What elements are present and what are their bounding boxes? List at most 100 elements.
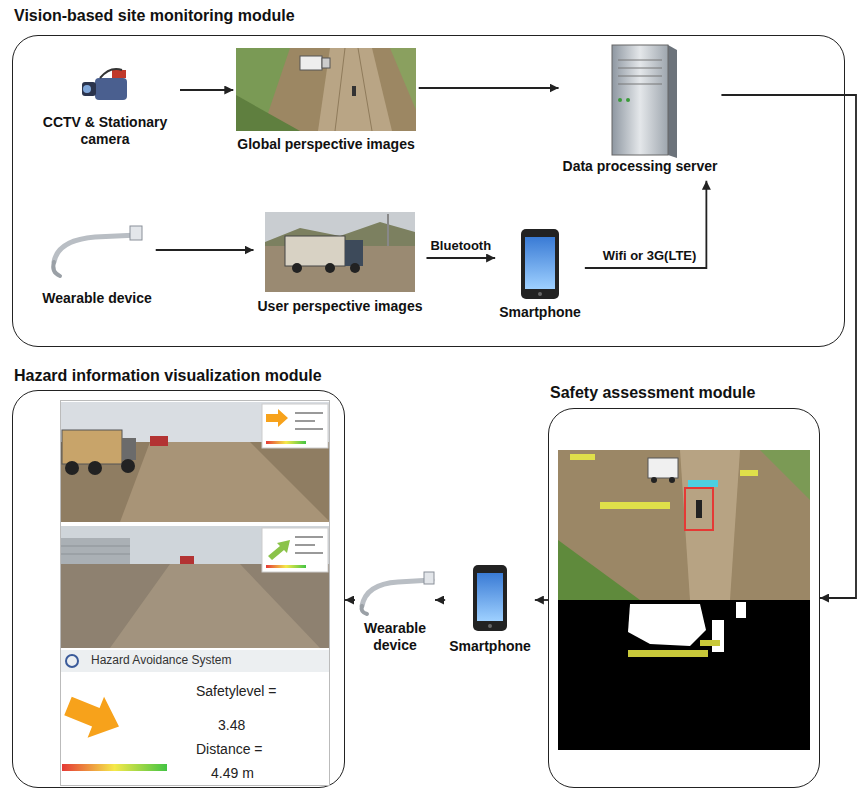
hazard-photo xyxy=(62,430,122,464)
hazard-photo xyxy=(60,538,130,566)
device-node: User perspective images xyxy=(254,210,427,321)
wearable-glasses-icon xyxy=(54,235,138,262)
hazard-photo xyxy=(295,536,323,538)
server-icon xyxy=(626,98,630,102)
wearable-glasses-icon xyxy=(362,606,367,614)
flow-arrow xyxy=(435,599,445,601)
smartphone-icon xyxy=(525,237,555,289)
segmentation-mask xyxy=(628,650,708,657)
device-caption: Global perspective images xyxy=(237,136,414,153)
wearable-glasses-icon xyxy=(424,572,434,584)
global-perspective-image xyxy=(236,48,416,131)
hazard-photo xyxy=(150,436,168,446)
panel-border xyxy=(12,390,345,788)
hazard-photo xyxy=(60,546,130,547)
segmentation-mask xyxy=(558,600,810,750)
segmentation-mask xyxy=(628,604,706,646)
detection-photo xyxy=(669,477,675,483)
detection-photo xyxy=(570,454,595,460)
global-perspective-image xyxy=(300,56,322,70)
safety-color-scale xyxy=(62,764,167,771)
hazard-photo xyxy=(110,564,320,648)
screen-text: 4.49 m xyxy=(211,765,254,782)
app-screen: Hazard Avoidance SystemSafetylevel =3.48… xyxy=(60,400,330,786)
hazard-photo xyxy=(65,461,79,475)
smartphone-icon xyxy=(473,565,507,631)
detection-photo xyxy=(685,488,713,530)
link-label: Bluetooth xyxy=(428,238,493,254)
detection-photo xyxy=(558,450,810,600)
device-node: Smartphone xyxy=(445,562,535,661)
device-node: Smartphone xyxy=(495,228,585,327)
smartphone-icon xyxy=(488,624,492,628)
server-icon xyxy=(618,60,662,61)
hazard-photo xyxy=(266,565,306,568)
global-perspective-image xyxy=(236,48,416,131)
flow-arrow xyxy=(180,89,233,91)
user-perspective-image xyxy=(265,212,415,292)
user-perspective-image xyxy=(325,263,335,273)
segmentation-mask xyxy=(736,602,746,618)
module-heading: Vision-based site monitoring module xyxy=(12,6,845,25)
detection-photo xyxy=(648,458,678,478)
smartphone-icon xyxy=(538,292,542,296)
detection-photo xyxy=(558,450,810,600)
detection-photo xyxy=(600,502,670,509)
wearable-glasses-icon xyxy=(130,226,142,240)
hazard-photo xyxy=(60,564,330,648)
cctv-camera-icon xyxy=(112,70,126,78)
segmentation-mask xyxy=(558,600,810,750)
global-perspective-image xyxy=(318,48,392,131)
server-icon xyxy=(668,45,677,158)
segmentation-mask xyxy=(712,620,724,652)
global-perspective-image xyxy=(335,48,345,131)
smartphone-icon xyxy=(473,565,507,631)
detection-photo xyxy=(740,470,758,476)
user-perspective-image xyxy=(387,214,389,246)
device-caption: Smartphone xyxy=(499,304,581,321)
device-node: Wearable device xyxy=(355,570,435,660)
flow-arrow xyxy=(535,599,548,601)
flow-arrow xyxy=(156,249,254,251)
device-caption: Data processing server xyxy=(563,158,718,175)
device-node: Wearable device xyxy=(38,222,155,313)
hazard-photo xyxy=(60,526,330,648)
smartphone-icon xyxy=(477,573,503,621)
hazard-photo xyxy=(60,554,130,555)
server-icon xyxy=(612,45,677,158)
cctv-camera-icon xyxy=(95,78,127,100)
hazard-photo xyxy=(180,556,194,564)
screen-text: Distance = xyxy=(196,741,263,758)
cctv-camera-icon xyxy=(100,69,122,78)
hazard-photo xyxy=(295,412,323,414)
global-perspective-image xyxy=(358,48,372,131)
detection-photo xyxy=(760,450,810,500)
hazard-photo xyxy=(295,428,323,430)
wearable-glasses-icon xyxy=(53,226,142,276)
user-perspective-image xyxy=(285,236,345,266)
detection-photo xyxy=(680,450,740,600)
hazard-photo xyxy=(262,528,328,572)
server-icon xyxy=(618,84,662,85)
flow-arrow xyxy=(419,87,559,89)
user-perspective-image xyxy=(345,240,363,266)
cctv-camera-icon xyxy=(82,69,127,100)
hazard-photo xyxy=(268,540,290,560)
server-icon xyxy=(612,45,668,155)
device-caption: User perspective images xyxy=(258,298,423,315)
wearable-glasses-icon xyxy=(362,580,432,606)
detection-photo xyxy=(651,477,657,483)
hazard-photo xyxy=(122,438,136,460)
wearable-glasses-icon xyxy=(53,262,60,276)
hazard-photo xyxy=(295,544,315,546)
user-perspective-image xyxy=(292,263,302,273)
screen-text: Safetylevel = xyxy=(196,683,277,700)
cctv-camera-icon xyxy=(82,82,96,96)
app-header-bar xyxy=(60,650,330,672)
server-icon xyxy=(618,76,662,77)
module-panel: Safety assessment module xyxy=(548,383,820,788)
safety-color-scale xyxy=(62,764,167,771)
flow-arrow xyxy=(426,257,495,259)
detection-photo xyxy=(558,540,640,600)
segmentation-mask xyxy=(700,640,720,646)
